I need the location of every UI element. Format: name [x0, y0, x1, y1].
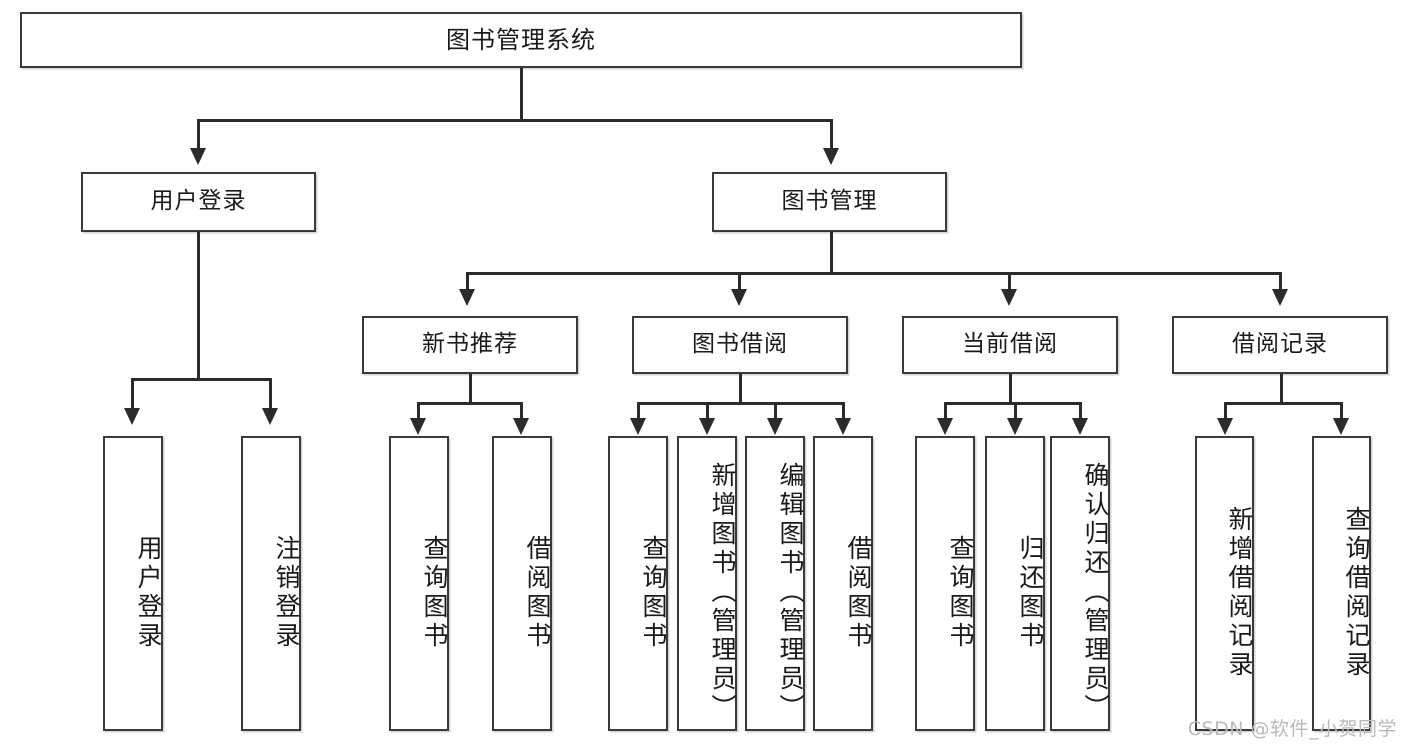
arrow-bb-to-leaf-2	[699, 418, 715, 435]
connector-root-to-book-manage	[830, 119, 833, 151]
connector-current-borrow-bus	[945, 402, 1081, 405]
connector-root-bus	[198, 119, 832, 122]
leaf-query-book-2-label: 查询图书	[639, 534, 668, 651]
connector-bb-to-leaf-3	[774, 402, 777, 424]
leaf-add-record-label: 新增借阅记录	[1225, 505, 1254, 680]
connector-borrow-record-stem	[1280, 374, 1283, 404]
node-book-manage-label: 图书管理	[781, 188, 878, 215]
connector-user-login-bus	[132, 378, 271, 381]
connector-cb-to-leaf-1	[944, 402, 947, 424]
leaf-user-login-label: 用户登录	[134, 534, 163, 651]
connector-root-stem	[520, 68, 523, 121]
connector-book-manage-stem	[830, 232, 833, 274]
leaf-query-book-1[interactable]: 查询图书	[389, 436, 449, 731]
arrow-br-to-leaf-1	[1217, 418, 1233, 435]
leaf-borrow-book-1-label: 借阅图书	[523, 534, 552, 651]
arrow-nb-to-leaf-1	[410, 418, 426, 435]
connector-root-to-user-login	[197, 119, 200, 151]
arrow-bb-to-leaf-4	[835, 418, 851, 435]
node-root[interactable]: 图书管理系统	[20, 12, 1022, 68]
connector-nb-to-leaf-2	[520, 402, 523, 424]
leaf-return-book[interactable]: 归还图书	[985, 436, 1045, 731]
node-current-borrow-label: 当前借阅	[962, 331, 1058, 358]
connector-bm-to-current-borrow	[1008, 272, 1011, 302]
node-new-book-recommend[interactable]: 新书推荐	[362, 316, 578, 374]
arrow-br-to-leaf-2	[1333, 418, 1349, 435]
connector-br-to-leaf-1	[1224, 402, 1227, 424]
arrow-nb-to-leaf-2	[513, 418, 529, 435]
connector-cb-to-leaf-2	[1014, 402, 1017, 424]
connector-bb-to-leaf-2	[706, 402, 709, 424]
node-user-login-label: 用户登录	[150, 188, 247, 215]
leaf-query-book-2[interactable]: 查询图书	[608, 436, 668, 731]
node-borrow-record-label: 借阅记录	[1232, 331, 1328, 358]
arrow-cb-to-leaf-1	[937, 418, 953, 435]
arrow-bm-to-book-borrow	[731, 289, 747, 306]
node-borrow-record[interactable]: 借阅记录	[1172, 316, 1388, 374]
connector-nb-to-leaf-1	[417, 402, 420, 424]
leaf-query-book-3-label: 查询图书	[946, 534, 975, 651]
leaf-borrow-book-2[interactable]: 借阅图书	[813, 436, 873, 731]
arrow-cb-to-leaf-3	[1072, 418, 1088, 435]
connector-user-login-to-leaf-2	[269, 378, 272, 410]
csdn-watermark: CSDN @软件_小贺同学	[1187, 718, 1397, 740]
leaf-user-login[interactable]: 用户登录	[103, 436, 163, 731]
connector-borrow-record-bus	[1225, 402, 1342, 405]
arrow-user-login-to-leaf-1	[124, 408, 140, 425]
arrow-root-to-book-manage	[823, 148, 839, 165]
leaf-query-book-1-label: 查询图书	[420, 534, 449, 651]
arrow-bb-to-leaf-3	[767, 418, 783, 435]
leaf-query-record[interactable]: 查询借阅记录	[1312, 436, 1371, 731]
node-book-borrow[interactable]: 图书借阅	[632, 316, 848, 374]
node-current-borrow[interactable]: 当前借阅	[902, 316, 1118, 374]
arrow-root-to-user-login	[190, 148, 206, 165]
connector-bm-to-new-book	[466, 272, 469, 302]
arrow-bm-to-borrow-record	[1272, 289, 1288, 306]
node-book-borrow-label: 图书借阅	[692, 331, 788, 358]
connector-new-book-stem	[469, 374, 472, 404]
leaf-logout-login[interactable]: 注销登录	[241, 436, 301, 731]
connector-book-borrow-bus	[638, 402, 844, 405]
connector-bm-to-book-borrow	[738, 272, 741, 302]
connector-new-book-bus	[418, 402, 522, 405]
node-user-login[interactable]: 用户登录	[81, 172, 316, 232]
node-new-book-recommend-label: 新书推荐	[422, 331, 518, 358]
arrow-bm-to-new-book	[459, 289, 475, 306]
arrow-user-login-to-leaf-2	[262, 408, 278, 425]
connector-user-login-stem	[197, 232, 200, 380]
leaf-return-book-label: 归还图书	[1016, 534, 1045, 651]
node-book-manage[interactable]: 图书管理	[712, 172, 947, 232]
leaf-confirm-return-label: 确认归还（管理员）	[1081, 462, 1110, 723]
connector-br-to-leaf-2	[1340, 402, 1343, 424]
arrow-cb-to-leaf-2	[1007, 418, 1023, 435]
leaf-query-record-label: 查询借阅记录	[1342, 505, 1371, 680]
arrow-bm-to-current-borrow	[1001, 289, 1017, 306]
connector-bb-to-leaf-4	[842, 402, 845, 424]
leaf-borrow-book-1[interactable]: 借阅图书	[492, 436, 552, 731]
leaf-edit-book-label: 编辑图书（管理员）	[776, 462, 805, 723]
leaf-query-book-3[interactable]: 查询图书	[915, 436, 975, 731]
connector-book-manage-bus	[467, 272, 1282, 275]
leaf-add-book-label: 新增图书（管理员）	[708, 462, 737, 723]
leaf-add-book[interactable]: 新增图书（管理员）	[677, 436, 737, 731]
connector-book-borrow-stem	[739, 374, 742, 404]
connector-cb-to-leaf-3	[1079, 402, 1082, 424]
leaf-edit-book[interactable]: 编辑图书（管理员）	[745, 436, 805, 731]
connector-user-login-to-leaf-1	[131, 378, 134, 410]
leaf-logout-login-label: 注销登录	[272, 534, 301, 651]
leaf-borrow-book-2-label: 借阅图书	[844, 534, 873, 651]
connector-bb-to-leaf-1	[637, 402, 640, 424]
connector-current-borrow-stem	[1009, 374, 1012, 404]
leaf-confirm-return[interactable]: 确认归还（管理员）	[1050, 436, 1110, 731]
connector-bm-to-borrow-record	[1279, 272, 1282, 302]
arrow-bb-to-leaf-1	[630, 418, 646, 435]
node-root-label: 图书管理系统	[446, 25, 596, 54]
leaf-add-record[interactable]: 新增借阅记录	[1195, 436, 1254, 731]
